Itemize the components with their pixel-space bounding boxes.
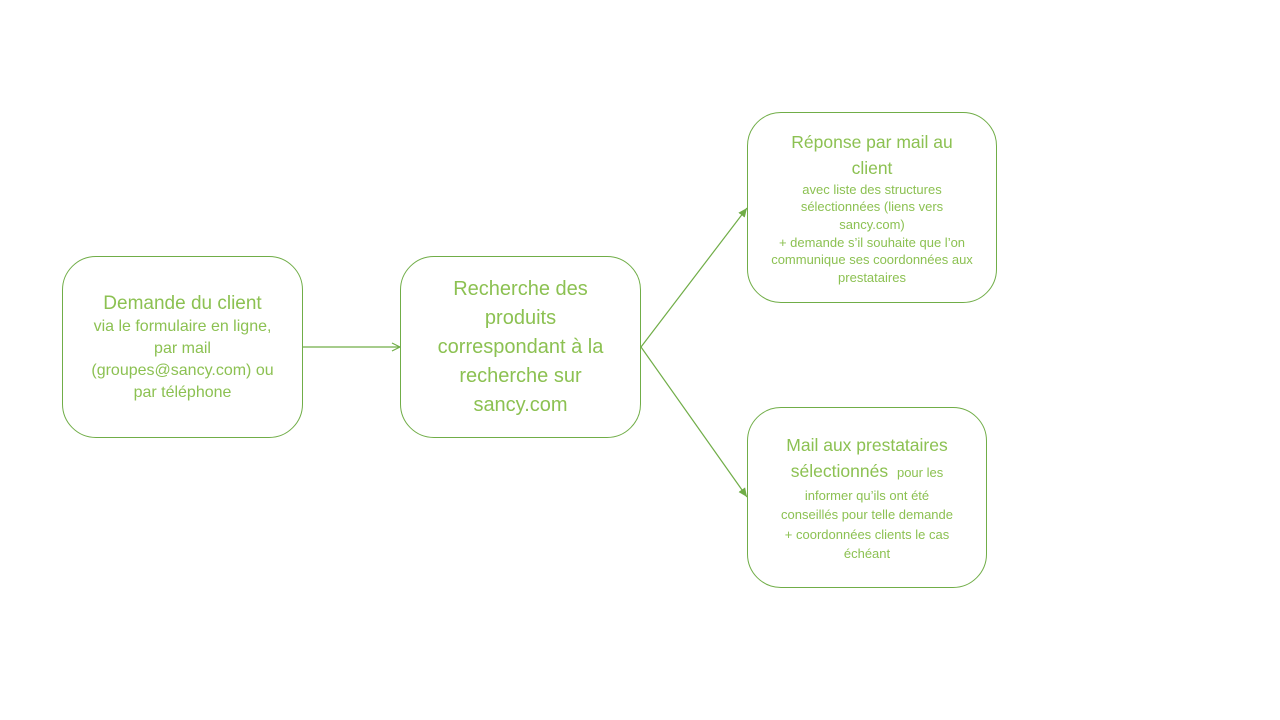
node-mail-reply: Réponse par mail au client avec liste de… — [747, 112, 997, 303]
node-client-request-line: via le formulaire en ligne, — [93, 317, 272, 335]
node-providers-mail-line: pour les — [896, 464, 944, 480]
node-providers-mail-title: sélectionnés — [790, 460, 889, 481]
node-providers-mail-line: échéant — [843, 546, 891, 561]
node-providers-mail-line: + coordonnées clients le cas — [784, 526, 950, 542]
node-search-line: produits — [484, 306, 557, 329]
node-providers-mail-line: conseillés pour telle demande — [781, 507, 953, 522]
node-mail-reply-line: prestataires — [838, 269, 906, 285]
node-search-line: correspondant à la — [437, 335, 604, 358]
node-mail-reply-title: client — [851, 157, 893, 178]
node-client-request-line: (groupes@sancy.com) ou — [91, 361, 274, 379]
node-search-line: Recherche des — [453, 277, 588, 300]
node-providers-mail-title: Mail aux prestataires — [786, 434, 948, 455]
node-search-line: recherche sur — [459, 364, 582, 387]
node-client-request-title: Demande du client — [103, 292, 262, 314]
node-providers-mail-line: informer qu’ils ont été — [804, 487, 930, 503]
arrow-search-to-providers — [640, 346, 748, 498]
node-providers-mail-first-line: sélectionnés pour les — [791, 458, 943, 486]
node-client-request-line: par téléphone — [133, 383, 232, 401]
node-providers-mail: Mail aux prestataires sélectionnés pour … — [747, 407, 987, 588]
arrow-search-to-reply — [640, 207, 748, 348]
node-mail-reply-title: Réponse par mail au — [791, 131, 953, 152]
node-mail-reply-line: communique ses coordonnées aux — [771, 252, 973, 268]
node-client-request: Demande du client via le formulaire en l… — [62, 256, 303, 438]
node-mail-reply-line: sancy.com) — [839, 216, 905, 232]
node-mail-reply-line: + demande s’il souhaite que l’on — [778, 234, 966, 250]
node-search: Recherche des produits correspondant à l… — [400, 256, 641, 438]
node-mail-reply-line: sélectionnées (liens vers — [800, 199, 944, 215]
node-search-line: sancy.com — [473, 393, 568, 416]
node-mail-reply-line: avec liste des structures — [802, 181, 942, 197]
node-client-request-line: par mail — [154, 339, 211, 357]
